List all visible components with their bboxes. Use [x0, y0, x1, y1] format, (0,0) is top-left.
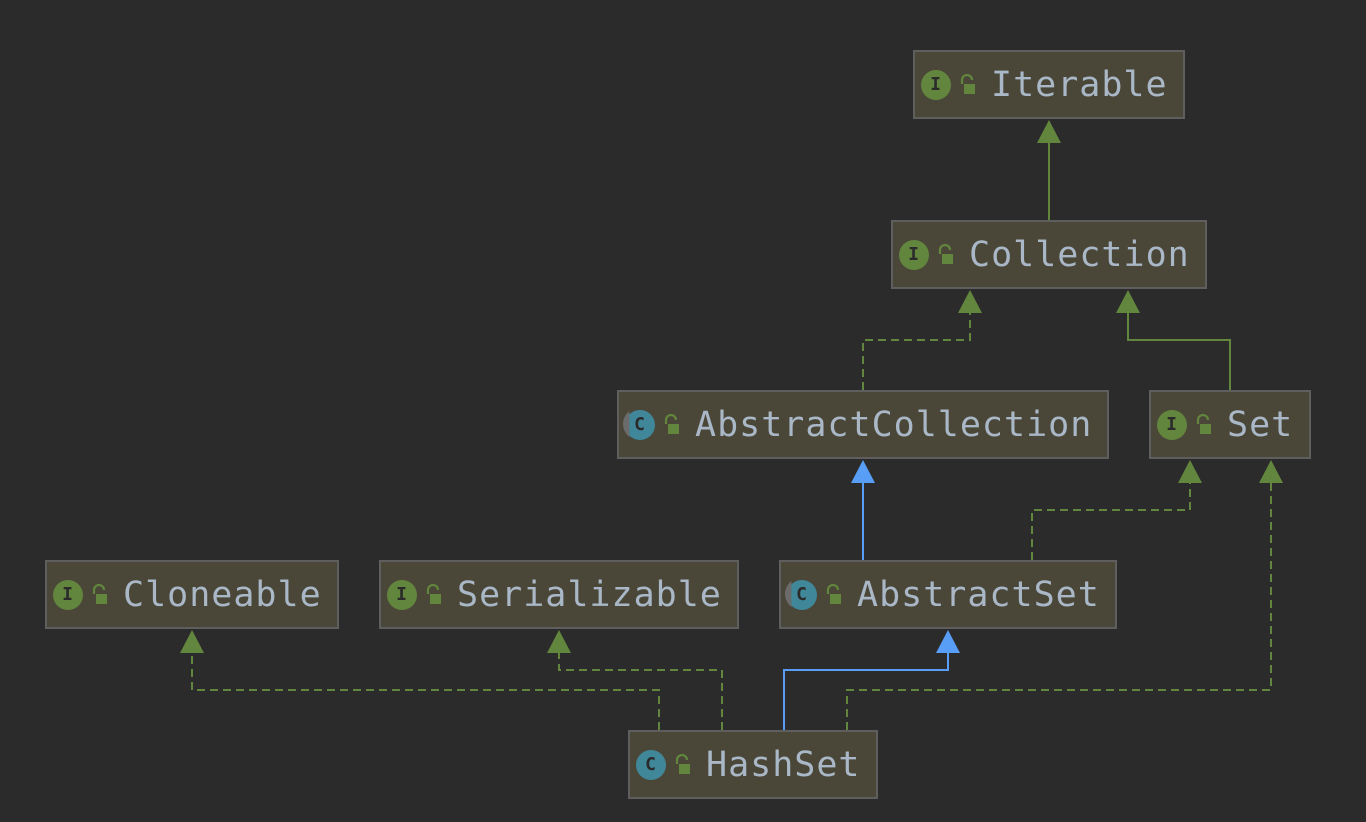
- node-label: Iterable: [991, 64, 1168, 105]
- arrowhead-cloneable: [180, 630, 204, 653]
- interface-icon: I: [387, 579, 417, 610]
- arrowhead-iterable: [1037, 120, 1061, 143]
- public-lock-icon: [426, 583, 441, 604]
- node-iterable[interactable]: I Iterable: [913, 50, 1185, 119]
- node-label: Serializable: [457, 574, 722, 615]
- public-lock-icon: [92, 583, 107, 604]
- arrowhead-abstractset: [936, 630, 960, 653]
- public-lock-icon: [1196, 413, 1211, 434]
- abstract-class-icon: C: [787, 579, 817, 610]
- node-abstract-set[interactable]: C AbstractSet: [779, 560, 1117, 629]
- abstract-class-icon: C: [625, 409, 655, 440]
- node-label: HashSet: [706, 744, 861, 785]
- edge-hashset-serializable: [558, 650, 723, 730]
- public-lock-icon: [960, 73, 975, 94]
- class-icon: C: [636, 749, 666, 780]
- node-label: Cloneable: [123, 574, 322, 615]
- node-label: AbstractCollection: [695, 404, 1093, 445]
- interface-icon: I: [53, 579, 83, 610]
- node-serializable[interactable]: I Serializable: [379, 560, 739, 629]
- node-hashset[interactable]: C HashSet: [628, 730, 878, 799]
- node-label: Set: [1227, 404, 1294, 445]
- node-cloneable[interactable]: I Cloneable: [45, 560, 339, 629]
- interface-icon: I: [1157, 409, 1187, 440]
- arrowhead-abstractcollection: [851, 460, 875, 483]
- node-set[interactable]: I Set: [1149, 390, 1311, 459]
- edge-set-collection: [1127, 310, 1231, 390]
- public-lock-icon: [675, 753, 690, 774]
- arrowhead-set-left: [1178, 460, 1202, 483]
- interface-icon: I: [899, 239, 929, 270]
- public-lock-icon: [664, 413, 679, 434]
- arrowhead-collection-right: [1116, 290, 1140, 313]
- node-label: Collection: [969, 234, 1190, 275]
- arrowhead-set-right: [1259, 460, 1283, 483]
- public-lock-icon: [938, 243, 953, 264]
- edge-abstractcollection-collection: [862, 310, 971, 390]
- edge-hashset-abstractset: [783, 650, 949, 730]
- node-collection[interactable]: I Collection: [891, 220, 1207, 289]
- interface-icon: I: [921, 69, 951, 100]
- node-abstract-collection[interactable]: C AbstractCollection: [617, 390, 1109, 459]
- edge-hashset-set: [846, 480, 1272, 730]
- edge-abstractset-set: [1031, 480, 1191, 560]
- node-label: AbstractSet: [857, 574, 1100, 615]
- public-lock-icon: [826, 583, 841, 604]
- edge-hashset-cloneable: [191, 650, 660, 730]
- arrowhead-serializable: [547, 630, 571, 653]
- arrowhead-collection-left: [958, 290, 982, 313]
